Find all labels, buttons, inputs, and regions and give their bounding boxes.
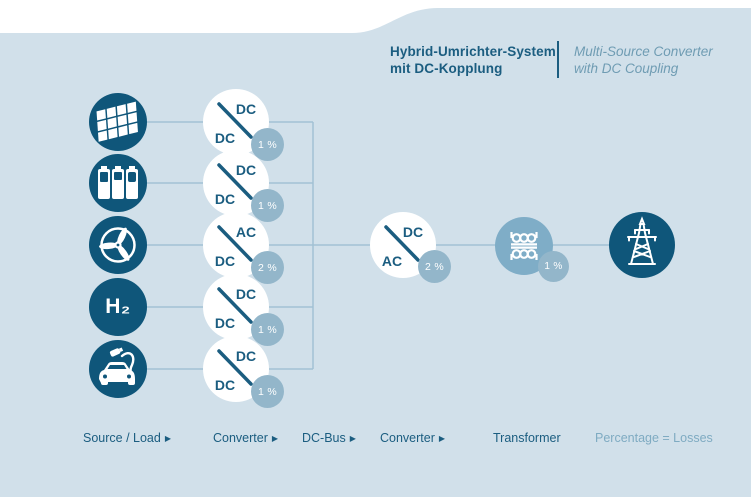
loss-badge: 2 % xyxy=(251,251,284,284)
converter-top-label: DC xyxy=(236,348,256,364)
loss-badge: 1 % xyxy=(251,189,284,222)
legend-losses-note: Percentage = Losses xyxy=(595,431,713,445)
converter-bottom-label: DC xyxy=(215,253,235,269)
title-german: Hybrid-Umrichter-System mit DC-Kopplung xyxy=(390,44,556,76)
battery-icon xyxy=(89,154,147,212)
loss-badge: 1 % xyxy=(251,375,284,408)
loss-badge: 1 % xyxy=(251,128,284,161)
legend-converter-1: Converter▶ xyxy=(213,431,279,445)
wind-turbine-icon xyxy=(89,216,147,274)
legend-converter-2: Converter▶ xyxy=(380,431,446,445)
converter-bottom-label: DC xyxy=(215,315,235,331)
legend-source-load: Source / Load▶ xyxy=(83,431,171,445)
arrow-icon: ▶ xyxy=(349,434,356,443)
converter-top-label: AC xyxy=(236,224,256,240)
loss-badge: 2 % xyxy=(418,250,451,283)
converter-top-label: DC xyxy=(236,162,256,178)
legend-transformer: Transformer xyxy=(493,431,561,445)
loss-badge: 1 % xyxy=(538,251,569,282)
legend-dc-bus: DC-Bus▶ xyxy=(302,431,356,445)
converter-top-label: DC xyxy=(403,224,423,240)
arrow-icon: ▶ xyxy=(438,434,446,443)
power-grid-icon xyxy=(609,212,675,278)
converter-bottom-label: DC xyxy=(215,130,235,146)
solar-panel-icon xyxy=(89,93,147,151)
electric-car-icon xyxy=(89,340,147,398)
converter-bottom-label: DC xyxy=(215,191,235,207)
converter-ac-dc: AC DC xyxy=(203,212,269,278)
converter-bottom-label: DC xyxy=(215,377,235,393)
converter-top-label: DC xyxy=(236,286,256,302)
title-english: Multi-Source Converter with DC Coupling xyxy=(574,44,713,76)
loss-badge: 1 % xyxy=(251,313,284,346)
arrow-icon: ▶ xyxy=(271,434,279,443)
converter-top-label: DC xyxy=(236,101,256,117)
hydrogen-icon: H₂ xyxy=(89,278,147,336)
arrow-icon: ▶ xyxy=(164,434,171,443)
title-divider xyxy=(557,41,559,78)
converter-bottom-label: AC xyxy=(382,253,402,269)
